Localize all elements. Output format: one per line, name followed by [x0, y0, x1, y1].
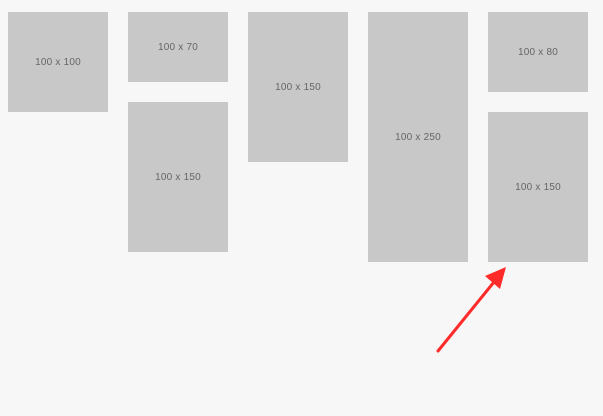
tile-label: 100 x 150 — [515, 181, 561, 193]
placeholder-tile-100x150: 100 x 150 — [128, 102, 228, 252]
arrow-shaft — [436, 280, 496, 353]
tile-label: 100 x 80 — [518, 46, 558, 58]
placeholder-tile-100x100: 100 x 100 — [8, 12, 108, 112]
tile-label: 100 x 250 — [395, 131, 441, 143]
placeholder-tile-100x70: 100 x 70 — [128, 12, 228, 82]
placeholder-tile-100x150: 100 x 150 — [488, 112, 588, 262]
tile-label: 100 x 150 — [155, 171, 201, 183]
placeholder-tile-100x150: 100 x 150 — [248, 12, 348, 162]
tile-label: 100 x 100 — [35, 56, 81, 68]
placeholder-tile-100x80: 100 x 80 — [488, 12, 588, 92]
tile-label: 100 x 150 — [275, 81, 321, 93]
placeholder-tile-100x250: 100 x 250 — [368, 12, 468, 262]
arrow-head — [485, 267, 506, 289]
tile-label: 100 x 70 — [158, 41, 198, 53]
